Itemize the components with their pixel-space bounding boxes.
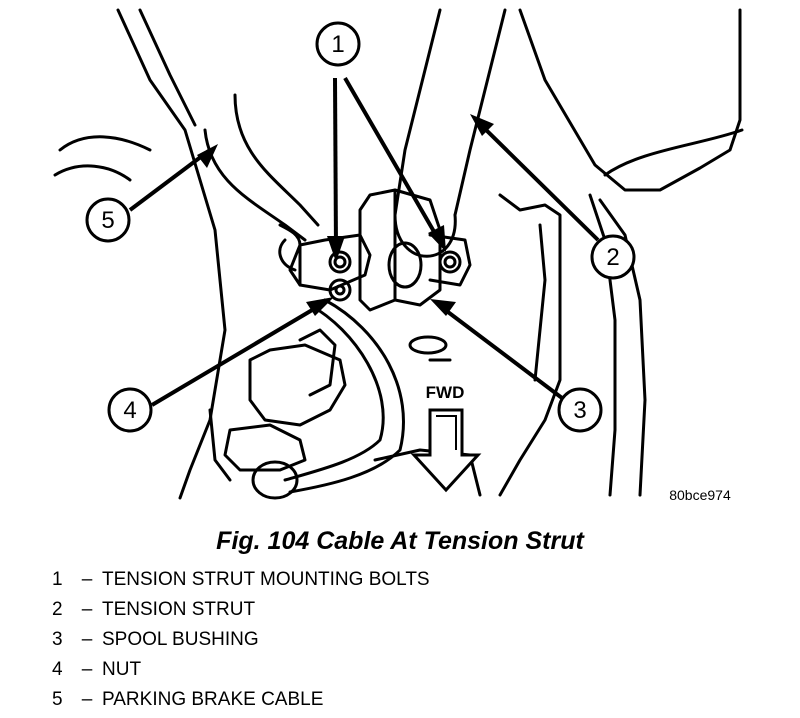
right-body-panel — [518, 8, 742, 192]
arrowhead-1b — [428, 225, 446, 252]
arrowhead-5 — [197, 144, 218, 168]
fwd-arrow — [410, 408, 482, 493]
left-body-panel — [116, 8, 227, 500]
legend-dash: – — [81, 569, 93, 590]
arrowhead-4 — [306, 297, 334, 316]
legend-item: 1–TENSION STRUT MOUNTING BOLTS — [52, 565, 430, 595]
spool-bushing-shape — [358, 188, 397, 312]
callout-4 — [107, 387, 153, 433]
figure-caption: Fig. 104 Cable At Tension Strut — [216, 527, 584, 555]
arrowhead-3 — [430, 299, 456, 316]
leader-2 — [476, 120, 600, 242]
callout-5 — [85, 197, 131, 243]
legend-text: SPOOL BUSHING — [102, 629, 259, 650]
parking-brake-cable-upper — [203, 128, 307, 242]
legend-text: NUT — [102, 659, 142, 680]
arrowhead-1a — [327, 236, 345, 262]
image-code: 80bce974 — [669, 487, 731, 503]
tension-strut-illustration: 1 2 3 4 5 FWD 80bce974 — [53, 8, 744, 503]
nut — [328, 278, 352, 302]
legend-item: 4–NUT — [52, 655, 430, 685]
legend-text: PARKING BRAKE CABLE — [102, 689, 324, 710]
leader-1b — [343, 76, 442, 244]
legend-number: 3 — [52, 629, 63, 650]
legend-item: 5–PARKING BRAKE CABLE — [52, 685, 430, 715]
legend-item: 3–SPOOL BUSHING — [52, 625, 430, 655]
callout-label-3: 3 — [573, 397, 586, 424]
tension-strut — [393, 8, 442, 217]
legend-text: TENSION STRUT MOUNTING BOLTS — [102, 569, 430, 590]
leader-3 — [438, 304, 564, 400]
leader-1a — [333, 77, 338, 251]
legend: 1–TENSION STRUT MOUNTING BOLTS 2–TENSION… — [52, 565, 430, 715]
callout-label-5: 5 — [101, 207, 114, 234]
callout-1 — [315, 21, 361, 67]
legend-dash: – — [81, 599, 93, 620]
parking-brake-cable-lower — [283, 303, 385, 482]
callout-label-4: 4 — [123, 397, 136, 424]
legend-dash: – — [81, 689, 93, 710]
fwd-label: FWD — [426, 383, 465, 402]
legend-number: 2 — [52, 599, 63, 620]
callout-label-1: 1 — [331, 31, 344, 58]
legend-number: 1 — [52, 569, 63, 590]
leader-4 — [150, 301, 326, 407]
callout-label-2: 2 — [606, 244, 619, 271]
legend-number: 4 — [52, 659, 63, 680]
callout-3 — [557, 387, 603, 433]
callout-2 — [590, 234, 636, 280]
bolt-right — [438, 250, 462, 274]
arrowhead-2 — [470, 114, 494, 136]
legend-text: TENSION STRUT — [102, 599, 256, 620]
bolt-left — [328, 250, 352, 274]
leader-5 — [128, 148, 212, 212]
legend-dash: – — [81, 629, 93, 650]
legend-dash: – — [81, 659, 93, 680]
legend-item: 2–TENSION STRUT — [52, 595, 430, 625]
legend-number: 5 — [52, 689, 63, 710]
